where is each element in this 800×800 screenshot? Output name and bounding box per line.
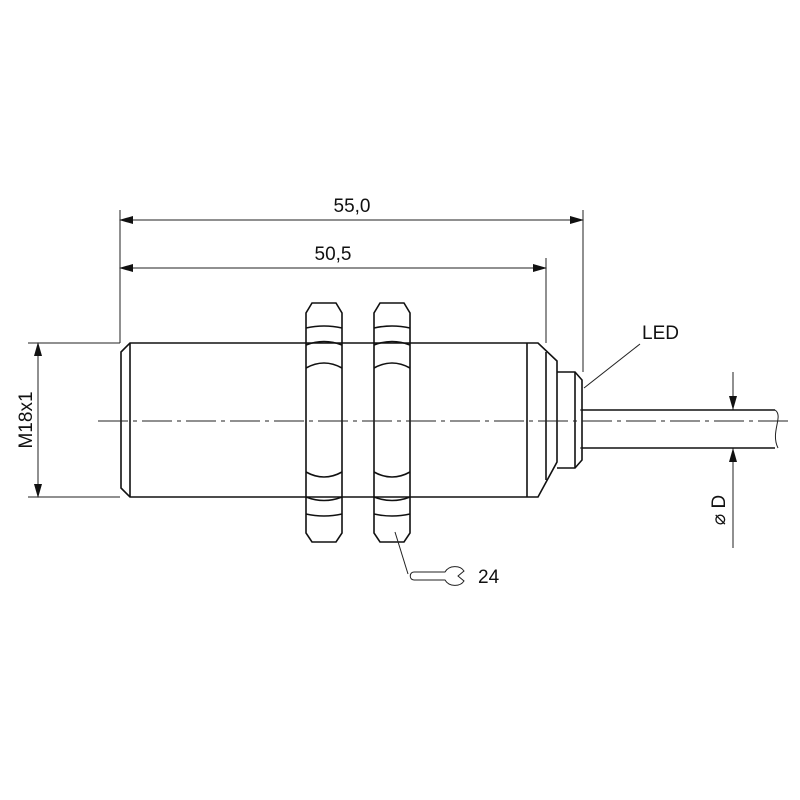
thread-size-label: M18x1 xyxy=(16,391,37,448)
wrench-callout: 24 xyxy=(394,531,500,588)
cable-diameter-dimension: ⌀ D xyxy=(709,372,737,548)
thread-size-dimension: M18x1 xyxy=(16,342,42,498)
led-cap xyxy=(557,371,583,469)
sensor-body xyxy=(120,342,558,498)
led-callout: LED xyxy=(583,323,679,389)
thread-length-label: 50,5 xyxy=(315,244,352,265)
wrench-size-label: 24 xyxy=(478,567,500,588)
cable xyxy=(582,409,779,449)
wrench-icon xyxy=(409,566,465,586)
overall-length-dimension: 55,0 xyxy=(119,196,584,224)
overall-length-label: 55,0 xyxy=(334,196,371,217)
cable-diameter-label: ⌀ D xyxy=(709,495,730,525)
extension-lines xyxy=(28,210,745,498)
hex-nut-1 xyxy=(305,302,343,543)
led-label: LED xyxy=(642,323,679,344)
hex-nut-2 xyxy=(373,302,411,543)
thread-length-dimension: 50,5 xyxy=(119,244,547,272)
